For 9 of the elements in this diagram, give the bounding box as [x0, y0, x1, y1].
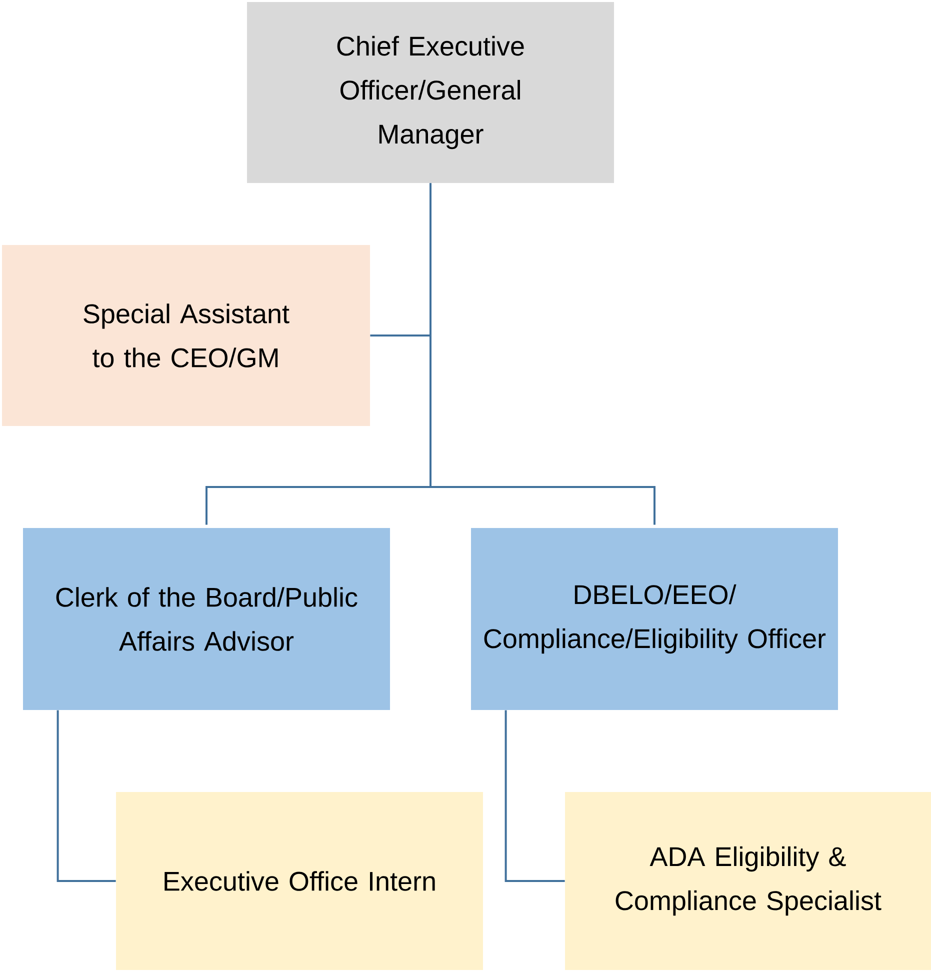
- connector-line: [504, 710, 565, 882]
- executive-box: Chief Executive Officer/General Manager: [247, 2, 614, 183]
- officer-box: DBELO/EEO/ Compliance/Eligibility Officer: [471, 528, 838, 710]
- assistant-box: Special Assistant to the CEO/GM: [2, 245, 370, 426]
- connector-line: [56, 710, 116, 882]
- connector-line: [430, 183, 656, 525]
- staff-box: Executive Office Intern: [116, 792, 483, 970]
- staff-box: ADA Eligibility & Compliance Specialist: [565, 792, 931, 970]
- officer-box: Clerk of the Board/Public Affairs Advisor: [23, 528, 390, 710]
